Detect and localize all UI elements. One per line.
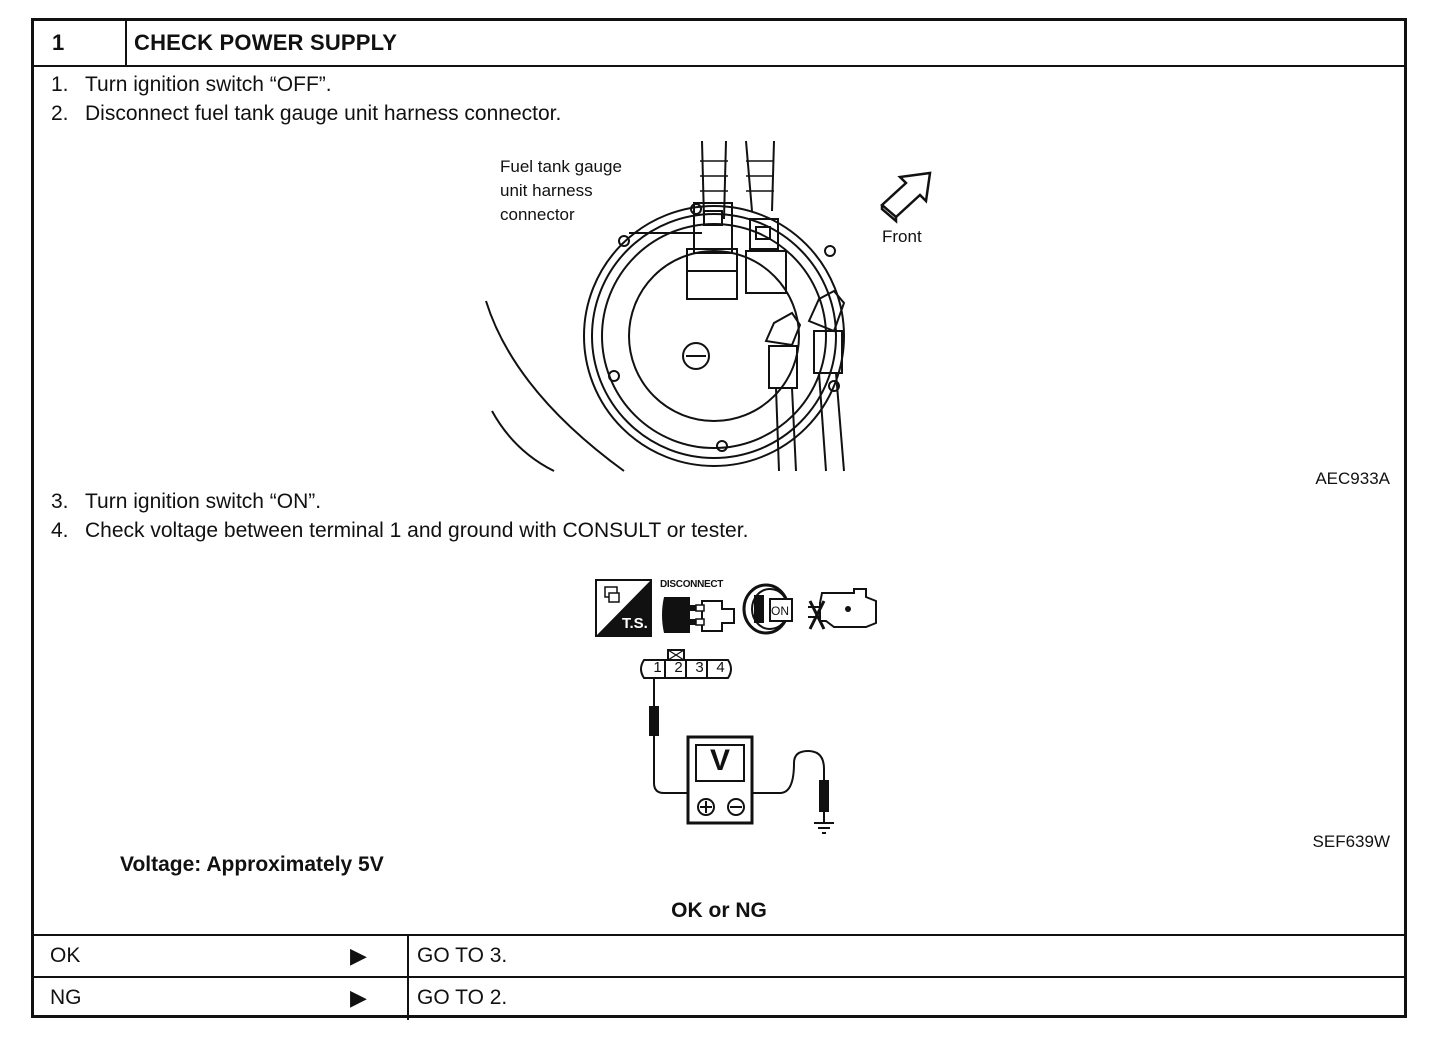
disconnect-connector-icon xyxy=(662,597,735,633)
instruction-step-2: 2. Disconnect fuel tank gauge unit harnes… xyxy=(51,100,561,128)
voltage-check-diagram xyxy=(640,649,834,834)
arrow-right-icon: ▶ xyxy=(350,943,367,968)
step-text: Disconnect fuel tank gauge unit harness … xyxy=(85,102,562,125)
step-text: Turn ignition switch “OFF”. xyxy=(85,73,332,96)
result-condition: NG xyxy=(50,986,82,1009)
ts-label: T.S. xyxy=(622,615,648,632)
instruction-step-1: 1. Turn ignition switch “OFF”. xyxy=(51,71,332,99)
ignition-key-on-icon xyxy=(742,583,793,635)
front-arrow-icon xyxy=(880,171,932,224)
connector-callout-line-1: Fuel tank gauge xyxy=(500,157,622,176)
step-number: 1 xyxy=(34,21,127,65)
disconnect-label: DISCONNECT xyxy=(660,579,724,590)
result-condition: OK xyxy=(50,944,81,967)
terminal-4: 4 xyxy=(716,659,725,676)
result-heading: OK or NG xyxy=(671,899,767,922)
ts-tester-icon xyxy=(595,579,652,637)
arrow-right-icon: ▶ xyxy=(350,985,367,1010)
instruction-step-3: 3. Turn ignition switch “ON”. xyxy=(51,488,321,516)
connector-callout-line-3: connector xyxy=(500,205,575,224)
step-index: 1. xyxy=(51,73,69,96)
front-label: Front xyxy=(882,227,922,246)
result-action: GO TO 2. xyxy=(407,978,507,1020)
step-text: Turn ignition switch “ON”. xyxy=(85,490,322,513)
engine-off-icon xyxy=(808,588,877,630)
result-row-ok: OK ▶ GO TO 3. xyxy=(34,936,1404,978)
voltage-specification: Voltage: Approximately 5V xyxy=(120,853,384,876)
voltmeter-icon: V xyxy=(709,744,730,777)
step-index: 4. xyxy=(51,519,69,542)
figure-code-1: AEC933A xyxy=(1315,469,1390,488)
connector-callout-line-2: unit harness xyxy=(500,181,593,200)
terminal-3: 3 xyxy=(695,659,704,676)
procedure-header: 1 CHECK POWER SUPPLY xyxy=(34,21,1404,67)
procedure-title: CHECK POWER SUPPLY xyxy=(134,30,398,55)
procedure-frame: 1 CHECK POWER SUPPLY 1. Turn ignition swi… xyxy=(31,18,1407,1020)
result-row-ng: NG ▶ GO TO 2. xyxy=(34,978,1404,1020)
terminal-2: 2 xyxy=(674,659,683,676)
result-action: GO TO 3. xyxy=(407,936,507,976)
fuel-tank-gauge-figure xyxy=(485,140,846,472)
terminal-1: 1 xyxy=(653,659,662,676)
on-label: ON xyxy=(771,604,789,618)
step-index: 2. xyxy=(51,102,69,125)
step-index: 3. xyxy=(51,490,69,513)
result-table: OK ▶ GO TO 3. NG ▶ GO TO 2. xyxy=(34,934,1404,1020)
figure-code-2: SEF639W xyxy=(1312,832,1390,851)
instruction-step-4: 4. Check voltage between terminal 1 and g… xyxy=(51,517,748,545)
step-text: Check voltage between terminal 1 and gro… xyxy=(85,519,749,542)
